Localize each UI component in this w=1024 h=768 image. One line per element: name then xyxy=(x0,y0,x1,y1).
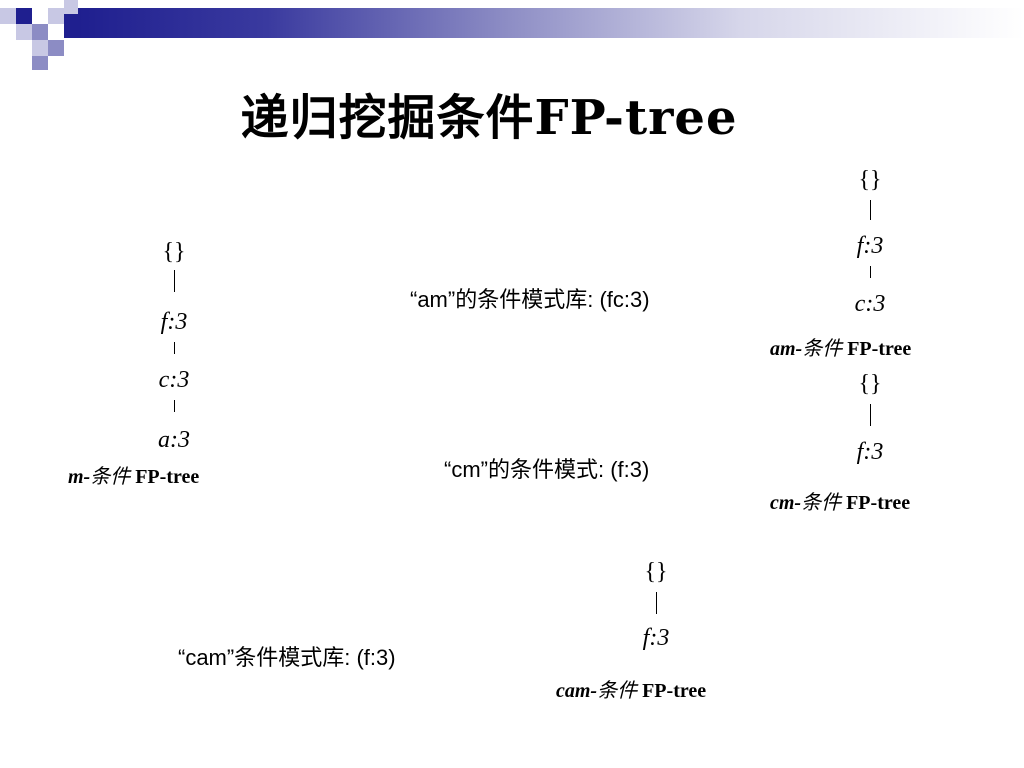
tree-edge xyxy=(174,270,175,292)
tree-node-c: c:3 xyxy=(854,291,886,317)
caption-prefix: m- xyxy=(68,466,91,488)
am-tree-caption: am-条件 FP-tree xyxy=(770,332,911,361)
tree-node-f: f:3 xyxy=(856,233,884,259)
cm-tree-caption: cm-条件 FP-tree xyxy=(770,486,910,515)
tree-edge xyxy=(174,400,175,412)
caption-cn: 条件 xyxy=(801,492,842,514)
deco-square xyxy=(32,40,48,56)
tree-node-f: f:3 xyxy=(642,625,670,651)
tree-node-c: c:3 xyxy=(158,367,190,393)
caption-suffix: FP-tree xyxy=(842,338,912,360)
cm-pattern-base-note: “cm”的条件模式: (f:3) xyxy=(444,457,650,482)
caption-cn: 条件 xyxy=(90,466,131,488)
caption-prefix: cam- xyxy=(556,680,598,702)
tree-node-a: a:3 xyxy=(158,427,190,453)
tree-edge xyxy=(656,592,657,614)
cam-pattern-base-note: “cam”条件模式库: (f:3) xyxy=(178,645,396,670)
deco-square xyxy=(16,40,32,56)
tree-edge xyxy=(870,200,871,220)
deco-square xyxy=(48,24,64,40)
tree-edge xyxy=(870,404,871,426)
deco-square xyxy=(32,8,48,24)
m-conditional-fp-tree: {} f:3 c:3 a:3 xyxy=(134,238,214,464)
tree-root-node: {} xyxy=(858,371,882,397)
tree-root-node: {} xyxy=(644,559,668,585)
am-pattern-base-note: “am”的条件模式库: (fc:3) xyxy=(410,287,650,312)
deco-square xyxy=(32,56,48,70)
tree-node-f: f:3 xyxy=(856,439,884,465)
tree-root-node: {} xyxy=(162,239,186,265)
caption-cn: 条件 xyxy=(802,338,843,360)
caption-suffix: FP-tree xyxy=(130,466,200,488)
header-gradient-bar xyxy=(78,8,1024,38)
cam-conditional-fp-tree: {} f:3 xyxy=(616,558,696,658)
deco-square xyxy=(0,24,16,40)
header-decoration xyxy=(0,0,1024,70)
caption-suffix: FP-tree xyxy=(841,492,911,514)
deco-square xyxy=(32,24,48,40)
m-tree-caption: m-条件 FP-tree xyxy=(68,460,199,489)
am-conditional-fp-tree: {} f:3 c:3 xyxy=(830,166,910,326)
deco-square xyxy=(48,8,64,24)
cm-conditional-fp-tree: {} f:3 xyxy=(830,370,910,470)
deco-square xyxy=(16,8,32,24)
cam-tree-caption: cam-条件 FP-tree xyxy=(556,674,706,703)
tree-edge xyxy=(870,266,871,278)
caption-cn: 条件 xyxy=(597,680,638,702)
caption-prefix: cm- xyxy=(770,492,802,514)
caption-prefix: am- xyxy=(770,338,803,360)
deco-square xyxy=(64,0,78,14)
caption-suffix: FP-tree xyxy=(637,680,707,702)
page-title: 递归挖掘条件FP-tree xyxy=(240,90,738,146)
deco-square xyxy=(16,24,32,40)
deco-square xyxy=(0,8,16,24)
tree-edge xyxy=(174,342,175,354)
deco-square xyxy=(48,40,64,56)
deco-square xyxy=(64,14,78,38)
tree-node-f: f:3 xyxy=(160,309,188,335)
tree-root-node: {} xyxy=(858,167,882,193)
